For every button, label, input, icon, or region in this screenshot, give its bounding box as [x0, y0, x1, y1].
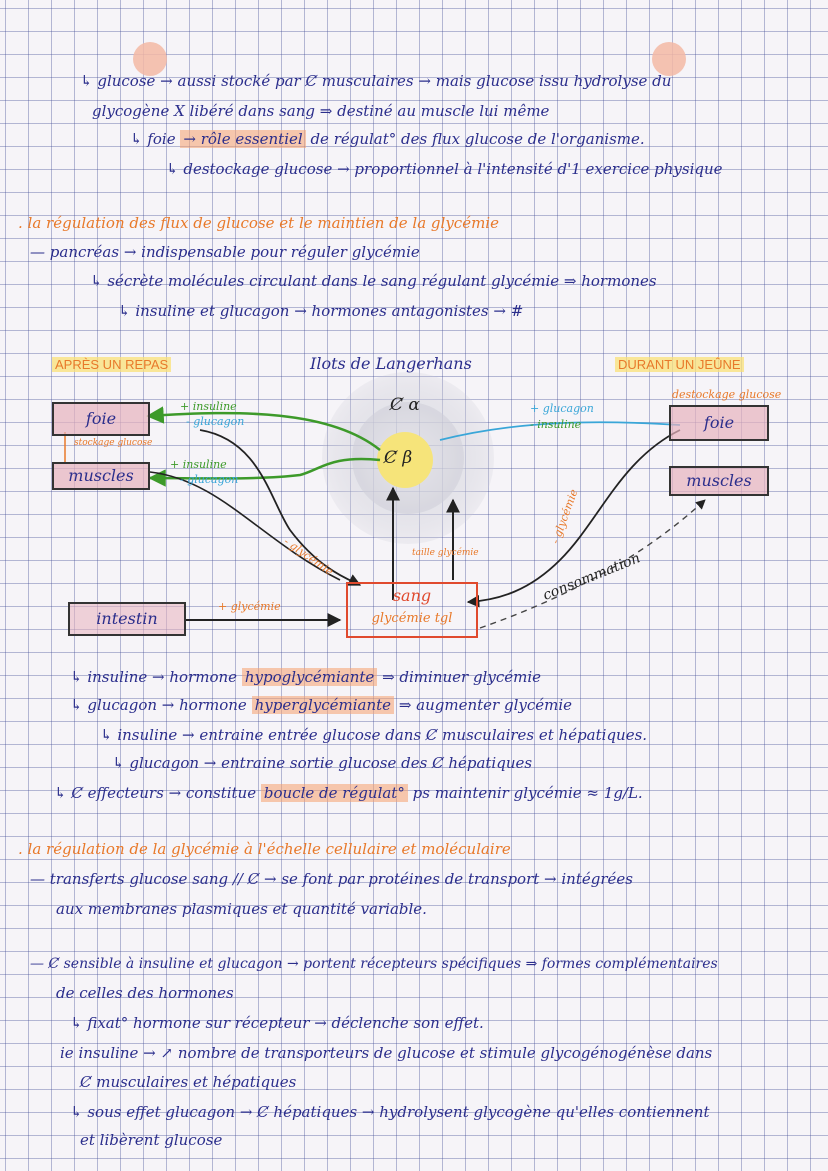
rate-glycemia: taille glycémie	[412, 548, 479, 558]
fasting-label: DURANT UN JEÛNE	[615, 357, 744, 372]
binder-hole-right	[652, 42, 686, 76]
liver-box-left: foie	[52, 402, 150, 436]
blood-label: sang	[392, 586, 432, 605]
section-2-line-4: de celles des hormones	[56, 984, 234, 1002]
s1b-l2-highlight: hyperglycémiante	[251, 696, 395, 714]
liver-box-right: foie	[669, 405, 769, 441]
section-1-line-2: ↳ sécrète molécules circulant dans le sa…	[90, 272, 657, 290]
minus-insulin: - insuline	[530, 418, 582, 431]
alpha-cell-label: Ȼ α	[390, 395, 420, 415]
stockage-label: stockage glucose	[74, 438, 153, 448]
note-line-2: glycogène X libéré dans sang ⇒ destiné a…	[92, 102, 550, 120]
section-2-line-7: Ȼ musculaires et hépatiques	[80, 1073, 297, 1091]
section-2-title: . la régulation de la glycémie à l'échel…	[18, 840, 511, 858]
section-1-title: . la régulation des flux de glucose et l…	[18, 214, 499, 232]
section-1-line-1: — pancréas → indispensable pour réguler …	[30, 243, 420, 261]
note-line-4: ↳ destockage glucose → proportionnel à l…	[166, 160, 723, 178]
section-1b-line-1: ↳ insuline → hormone hypoglycémiante ⇒ d…	[70, 668, 541, 686]
plus-glucagon: + glucagon	[530, 402, 594, 415]
section-2-line-8: ↳ sous effet glucagon → Ȼ hépatiques → h…	[70, 1103, 710, 1121]
after-meal-label: APRÈS UN REPAS	[52, 357, 172, 372]
islets-label: Ilots de Langerhans	[310, 354, 472, 373]
blood-box: sang glycémie tgl	[346, 582, 478, 638]
minus-glucagon-2: - glucagon	[180, 473, 239, 486]
section-2-line-6: ie insuline → ↗ nombre de transporteurs …	[60, 1044, 713, 1062]
note-line-3: ↳ foie → rôle essentiel de régulat° des …	[130, 130, 645, 148]
s1b-l1-pre: ↳ insuline → hormone	[70, 668, 238, 686]
section-2-line-1: — transferts glucose sang // Ȼ → se font…	[30, 870, 633, 888]
section-1b-line-4: ↳ glucagon → entraine sortie glucose des…	[112, 754, 533, 772]
section-1b-line-5: ↳ Ȼ effecteurs → constitue boucle de rég…	[54, 784, 643, 802]
s1b-l1-highlight: hypoglycémiante	[241, 668, 378, 686]
section-2-line-2: aux membranes plasmiques et quantité var…	[56, 900, 427, 918]
minus-glucagon-1: - glucagon	[186, 415, 245, 428]
blood-sublabel: glycémie tgl	[371, 611, 453, 626]
muscles-box-right: muscles	[669, 466, 769, 496]
section-1-line-3: ↳ insuline et glucagon → hormones antago…	[118, 302, 524, 320]
section-2-line-3: — Ȼ sensible à insuline et glucagon → po…	[30, 956, 718, 972]
s1b-l2-pre: ↳ glucagon → hormone	[70, 696, 247, 714]
section-1b-line-3: ↳ insuline → entraine entrée glucose dan…	[100, 726, 648, 744]
s1b-l5-post: ps maintenir glycémie ≈ 1g/L.	[412, 784, 643, 802]
section-1b-line-2: ↳ glucagon → hormone hyperglycémiante ⇒ …	[70, 696, 572, 714]
s1b-l2-post: ⇒ augmenter glycémie	[398, 696, 573, 714]
note-line-3-tail: de régulat° des flux glucose de l'organi…	[310, 130, 645, 148]
beta-cell-circle	[377, 432, 433, 488]
binder-hole-left	[133, 42, 167, 76]
note-line-3-head: ↳ foie	[130, 130, 176, 148]
plus-insulin-2: + insuline	[170, 458, 227, 471]
beta-cell-label: Ȼ β	[384, 448, 413, 468]
s1b-l5-highlight: boucle de régulat°	[260, 784, 408, 802]
destock-label: destockage glucose	[672, 388, 782, 401]
s1b-l5-pre: ↳ Ȼ effecteurs → constitue	[54, 784, 257, 802]
s1b-l1-post: ⇒ diminuer glycémie	[382, 668, 542, 686]
note-line-3-highlight: → rôle essentiel	[180, 130, 306, 148]
plus-insulin-1: + insuline	[180, 400, 237, 413]
plus-glycemia-intestine: + glycémie	[218, 600, 281, 613]
note-line-1: ↳ glucose → aussi stocké par Ȼ musculair…	[80, 72, 672, 90]
section-2-line-5: ↳ fixat° hormone sur récepteur → déclenc…	[70, 1014, 484, 1032]
muscles-box-left: muscles	[52, 462, 150, 490]
intestine-box: intestin	[68, 602, 186, 636]
section-2-line-9: et libèrent glucose	[80, 1131, 223, 1149]
